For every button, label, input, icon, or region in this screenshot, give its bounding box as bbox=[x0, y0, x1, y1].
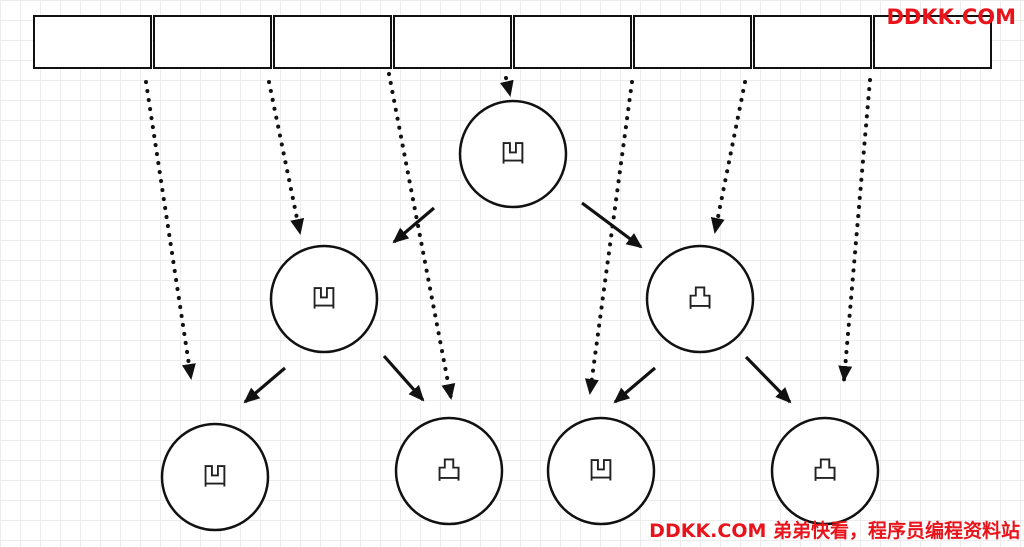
tree-edge bbox=[613, 366, 657, 404]
node-label: 凹 bbox=[588, 456, 614, 486]
dotted-arrow bbox=[838, 78, 872, 382]
array-cell bbox=[153, 15, 272, 69]
tree-node-left: 凹 bbox=[269, 244, 379, 354]
tree-node-right-right: 凸 bbox=[770, 416, 880, 526]
array-cell bbox=[873, 15, 992, 69]
tree-node-left-left: 凹 bbox=[160, 422, 270, 532]
node-circle bbox=[546, 416, 656, 526]
dotted-arrow bbox=[387, 72, 456, 400]
tree-nodes: 凹 凹 凸 凹 凸 凹 凸 bbox=[160, 99, 880, 532]
array-cell bbox=[633, 15, 752, 69]
array-row bbox=[33, 15, 992, 69]
node-circle bbox=[269, 244, 379, 354]
tree-node-right-left: 凹 bbox=[546, 416, 656, 526]
node-circle bbox=[770, 416, 880, 526]
tree-edge bbox=[382, 354, 425, 402]
tree-edge bbox=[744, 355, 792, 404]
watermark-bottom: DDKK.COM 弟弟快看，程序员编程资料站 bbox=[649, 520, 1020, 542]
dotted-arrow bbox=[710, 80, 747, 234]
tree-edge bbox=[243, 366, 287, 404]
tree-node-left-right: 凸 bbox=[394, 416, 504, 526]
node-circle bbox=[160, 422, 270, 532]
tree-edge bbox=[392, 206, 436, 244]
array-cell bbox=[33, 15, 152, 69]
node-circle bbox=[458, 99, 568, 209]
tree-edges bbox=[243, 201, 792, 404]
node-label: 凹 bbox=[202, 462, 228, 492]
node-label: 凸 bbox=[812, 456, 838, 486]
tree-edge bbox=[581, 201, 643, 249]
node-label: 凸 bbox=[687, 284, 713, 314]
dotted-arrow bbox=[267, 80, 305, 235]
array-cell bbox=[513, 15, 632, 69]
node-label: 凹 bbox=[311, 284, 337, 314]
array-cell bbox=[393, 15, 512, 69]
dotted-arrow bbox=[144, 80, 196, 380]
array-cell bbox=[273, 15, 392, 69]
node-circle bbox=[394, 416, 504, 526]
dotted-arrows bbox=[144, 72, 872, 400]
node-circle bbox=[645, 244, 755, 354]
array-cell bbox=[753, 15, 872, 69]
dotted-arrow bbox=[499, 76, 514, 97]
node-label: 凹 bbox=[500, 139, 526, 169]
node-label: 凸 bbox=[436, 456, 462, 486]
watermark-top: DDKK.COM bbox=[886, 5, 1016, 29]
tree-node-root: 凹 bbox=[458, 99, 568, 209]
tree-node-right: 凸 bbox=[645, 244, 755, 354]
